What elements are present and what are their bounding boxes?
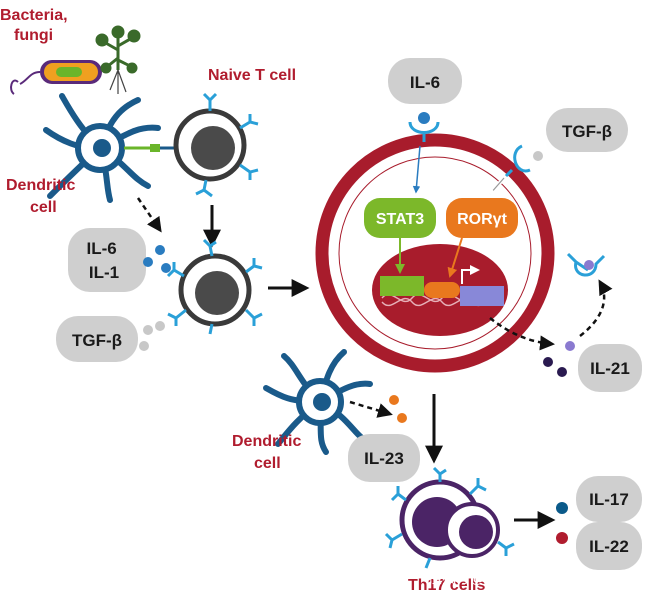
- dc-to-cytokines-arrow: [136, 197, 162, 233]
- il22-pill: IL-22: [576, 522, 642, 570]
- transcription-start-icon: [461, 265, 480, 284]
- il21-autocrine-arrow: [579, 279, 613, 337]
- fungi-icon: [95, 25, 141, 94]
- stat3-box: STAT3: [364, 198, 436, 238]
- il23-molecules: [389, 395, 407, 423]
- il6-molecule: [418, 112, 430, 124]
- il22-molecule: [556, 532, 568, 544]
- il6-il1-molecules: [143, 245, 171, 273]
- il23-pill: IL-23: [348, 434, 420, 482]
- receptor-icon: [166, 238, 263, 335]
- activated-t-cell: [166, 238, 263, 335]
- il21-bound-molecule: [584, 260, 594, 270]
- svg-text:TGF-β: TGF-β: [72, 331, 122, 350]
- tgfb-left-molecules: [139, 321, 165, 351]
- antigen-presentation-link: [124, 144, 180, 152]
- svg-text:TGF-β: TGF-β: [562, 122, 612, 141]
- svg-text:IL-17: IL-17: [589, 490, 629, 509]
- receptor-icon: [384, 466, 515, 569]
- rorgt-box: RORγt: [446, 198, 518, 238]
- dc-to-il23-arrow: [349, 400, 393, 418]
- target-gene-block: [460, 286, 504, 306]
- dendritic-cell-top-label: Dendritic cell: [6, 177, 80, 216]
- svg-text:STAT3: STAT3: [376, 211, 424, 228]
- il21-molecules: [543, 341, 575, 377]
- il6-receptor-icon: [408, 121, 440, 142]
- bacteria-fungi-label: Bacteria, fungi: [0, 7, 72, 44]
- th17-cells-label: Th17 cells: [408, 577, 485, 594]
- il6-signal-arrow: [412, 145, 421, 194]
- stat3-binding-site: [380, 276, 424, 296]
- il6-il1-pill: IL-6 IL-1: [68, 228, 146, 292]
- svg-text:IL-23: IL-23: [364, 449, 404, 468]
- svg-text:IL-22: IL-22: [589, 537, 629, 556]
- dendritic-cell-top: [43, 93, 161, 203]
- watermark: 搜狐号@Elabscience伊莱瑞特: [428, 570, 616, 586]
- il6-top-pill: IL-6: [388, 58, 462, 104]
- dendritic-cell-bottom-label: Dendritic cell: [232, 433, 306, 472]
- receptor-icon: [195, 92, 259, 198]
- th17-cells: [384, 466, 515, 569]
- svg-text:IL-6: IL-6: [410, 73, 440, 92]
- tgfb-right-pill: TGF-β: [546, 108, 628, 152]
- naive-t-cell-label: Naive T cell: [208, 67, 296, 84]
- svg-text:IL-21: IL-21: [590, 359, 630, 378]
- rorgt-binding-site: [424, 282, 460, 298]
- naive-t-cell: [173, 92, 259, 198]
- tgfb-molecule: [533, 151, 543, 161]
- differentiating-t-cell: [315, 133, 555, 373]
- il21-pill: IL-21: [578, 344, 642, 392]
- bacteria-icon: [10, 60, 102, 95]
- svg-text:IL-6 IL-1: IL-6 IL-1: [87, 239, 122, 282]
- tgfb-signal-arrow: [489, 177, 505, 195]
- dendritic-cell-bottom: [263, 349, 373, 455]
- tgfb-receptor-icon: [504, 144, 531, 178]
- tgfb-left-pill: TGF-β: [56, 316, 138, 362]
- il17-pill: IL-17: [576, 476, 642, 522]
- rorgt-to-dna-arrow: [447, 237, 463, 278]
- svg-text:RORγt: RORγt: [457, 211, 507, 228]
- il17-molecule: [556, 502, 568, 514]
